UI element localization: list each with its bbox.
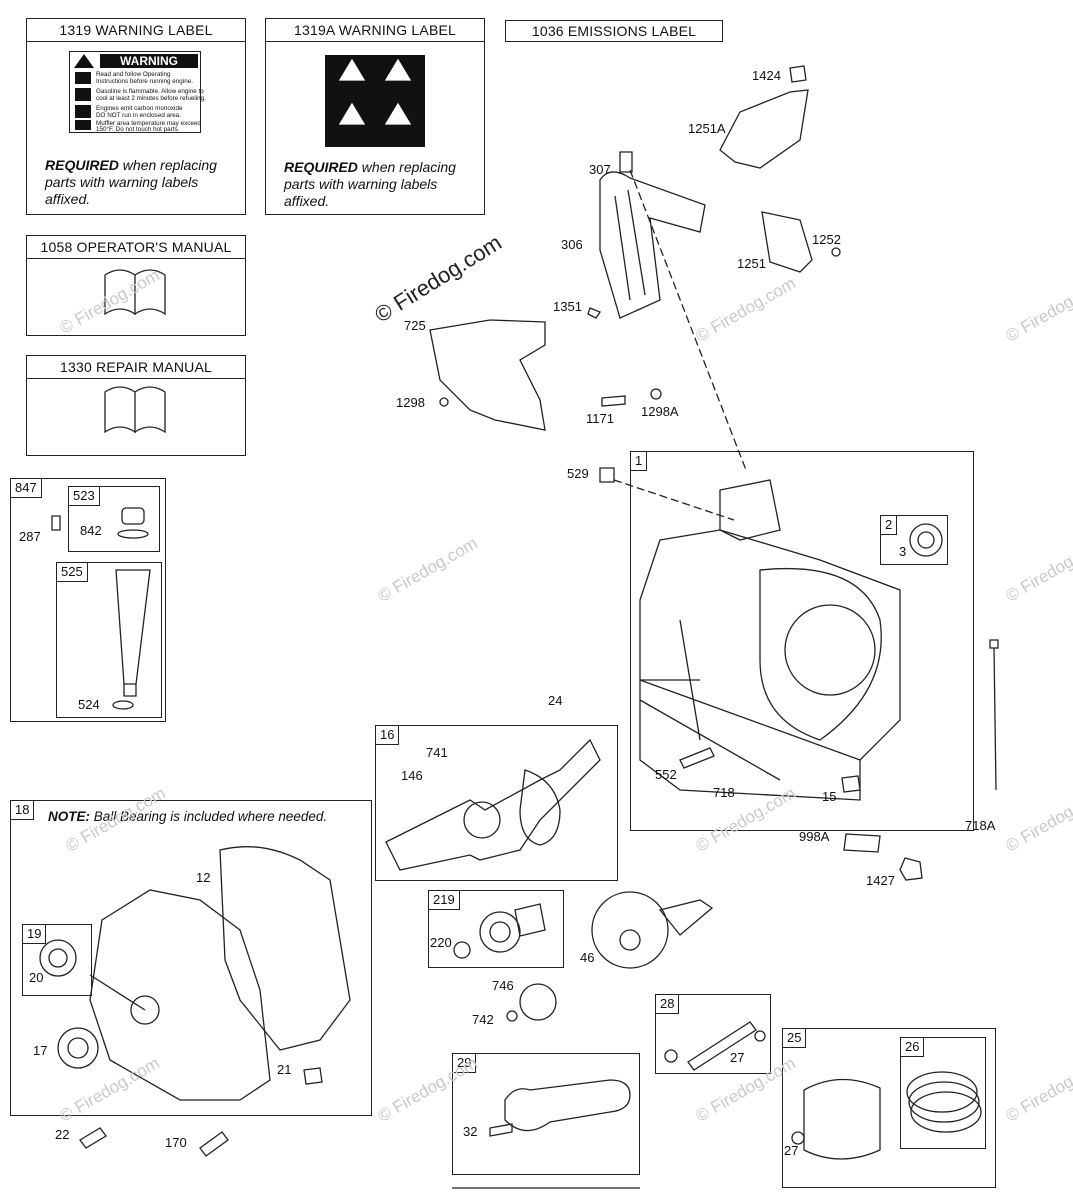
part-label: 998A: [799, 829, 830, 844]
part-label: 725: [404, 318, 426, 333]
part-label: 1171: [586, 411, 614, 426]
warning-line: Engines emit carbon monoxide: [96, 105, 183, 112]
part-label: 746: [492, 978, 514, 993]
part-label: 21: [277, 1062, 292, 1077]
part-label: 718: [713, 785, 735, 800]
callout-18: 18: [10, 800, 35, 820]
part-label: 1424: [752, 68, 781, 83]
warning-line: DO NOT run in enclosed area.: [96, 112, 181, 119]
part-label: 718A: [965, 818, 996, 833]
box-title: 1319 WARNING LABEL: [27, 19, 245, 42]
callout-26: 26: [900, 1037, 925, 1057]
warning-line: 150°F. Do not touch hot parts.: [96, 126, 180, 133]
part-label: 22: [55, 1127, 70, 1142]
part-label: 529: [567, 466, 589, 481]
part-label: 1298: [396, 395, 425, 410]
hot-surface-icon: [75, 120, 91, 130]
box-title: 1330 REPAIR MANUAL: [27, 356, 245, 379]
box-title: 1319A WARNING LABEL: [266, 19, 484, 42]
operators-manual-1058-box: 1058 OPERATOR'S MANUAL: [26, 235, 246, 336]
part-label: 220: [430, 935, 452, 950]
warning-line: Instructions before running engine.: [96, 78, 193, 85]
part-label: 146: [401, 768, 423, 783]
group-frame-29: [452, 1053, 640, 1175]
part-label: 307: [589, 162, 611, 177]
part-label: 306: [561, 237, 583, 252]
warning-sticker: WARNING Read and follow Operating Instru…: [69, 51, 206, 133]
part-label: 741: [426, 745, 448, 760]
warning-label-1319a-box: 1319A WARNING LABEL REQUIRED when replac…: [265, 18, 485, 215]
callout-523: 523: [68, 486, 100, 506]
part-label: 15: [822, 789, 837, 804]
emissions-label-1036-box: 1036 EMISSIONS LABEL: [505, 20, 723, 42]
warning-triangle-icon: [74, 54, 94, 68]
book-icon: [75, 72, 91, 84]
part-label: 27: [784, 1143, 799, 1158]
part-label: 1427: [866, 873, 895, 888]
callout-25: 25: [782, 1028, 807, 1048]
part-label: 1251A: [688, 121, 726, 136]
warning-line: cool at least 2 minutes before refueling…: [96, 95, 206, 102]
part-label: 1298A: [641, 404, 679, 419]
part-label: 12: [196, 870, 211, 885]
group-frame-1: [630, 451, 974, 831]
part-label: 170: [165, 1135, 187, 1150]
callout-525: 525: [56, 562, 88, 582]
part-label: 20: [29, 970, 44, 985]
callout-847: 847: [10, 478, 42, 498]
warning-line: Read and follow Operating: [96, 71, 171, 78]
fire-icon: [75, 88, 91, 101]
part-label: 1351: [553, 299, 582, 314]
warning-heading: WARNING: [100, 54, 198, 68]
callout-19: 19: [22, 924, 47, 944]
part-label: 742: [472, 1012, 494, 1027]
callout-29: 29: [452, 1053, 477, 1073]
callout-2: 2: [880, 515, 898, 535]
box-title: 1036 EMISSIONS LABEL: [531, 23, 697, 39]
callout-1: 1: [630, 451, 648, 471]
warning-line: Gasoline is flammable. Allow engine to: [96, 88, 204, 95]
group-frame-525: [56, 562, 162, 718]
part-label: 3: [899, 544, 907, 559]
repair-manual-1330-box: 1330 REPAIR MANUAL: [26, 355, 246, 456]
part-label: 842: [80, 523, 102, 538]
warning-label-1319-box: 1319 WARNING LABEL WARNING Read and foll…: [26, 18, 246, 215]
ball-bearing-note: NOTE: Ball Bearing is included where nee…: [48, 809, 328, 824]
part-label: 1251: [737, 256, 766, 271]
part-label: 1252: [812, 232, 841, 247]
required-note: REQUIRED when replacing parts with warni…: [284, 159, 456, 209]
callout-16: 16: [375, 725, 400, 745]
callout-28: 28: [655, 994, 680, 1014]
part-label: 27: [730, 1050, 745, 1065]
callout-219: 219: [428, 890, 460, 910]
person-icon: [75, 105, 91, 118]
part-label: 524: [78, 697, 100, 712]
part-label: 24: [548, 693, 563, 708]
part-label: 17: [33, 1043, 48, 1058]
required-note: REQUIRED when replacing parts with warni…: [45, 157, 217, 207]
part-label: 552: [655, 767, 677, 782]
part-label: 46: [580, 950, 595, 965]
part-label: 32: [463, 1124, 478, 1139]
warning-line: Muffler area temperature may exceed: [96, 120, 201, 127]
part-label: 287: [19, 529, 41, 544]
box-title: 1058 OPERATOR'S MANUAL: [27, 236, 245, 259]
